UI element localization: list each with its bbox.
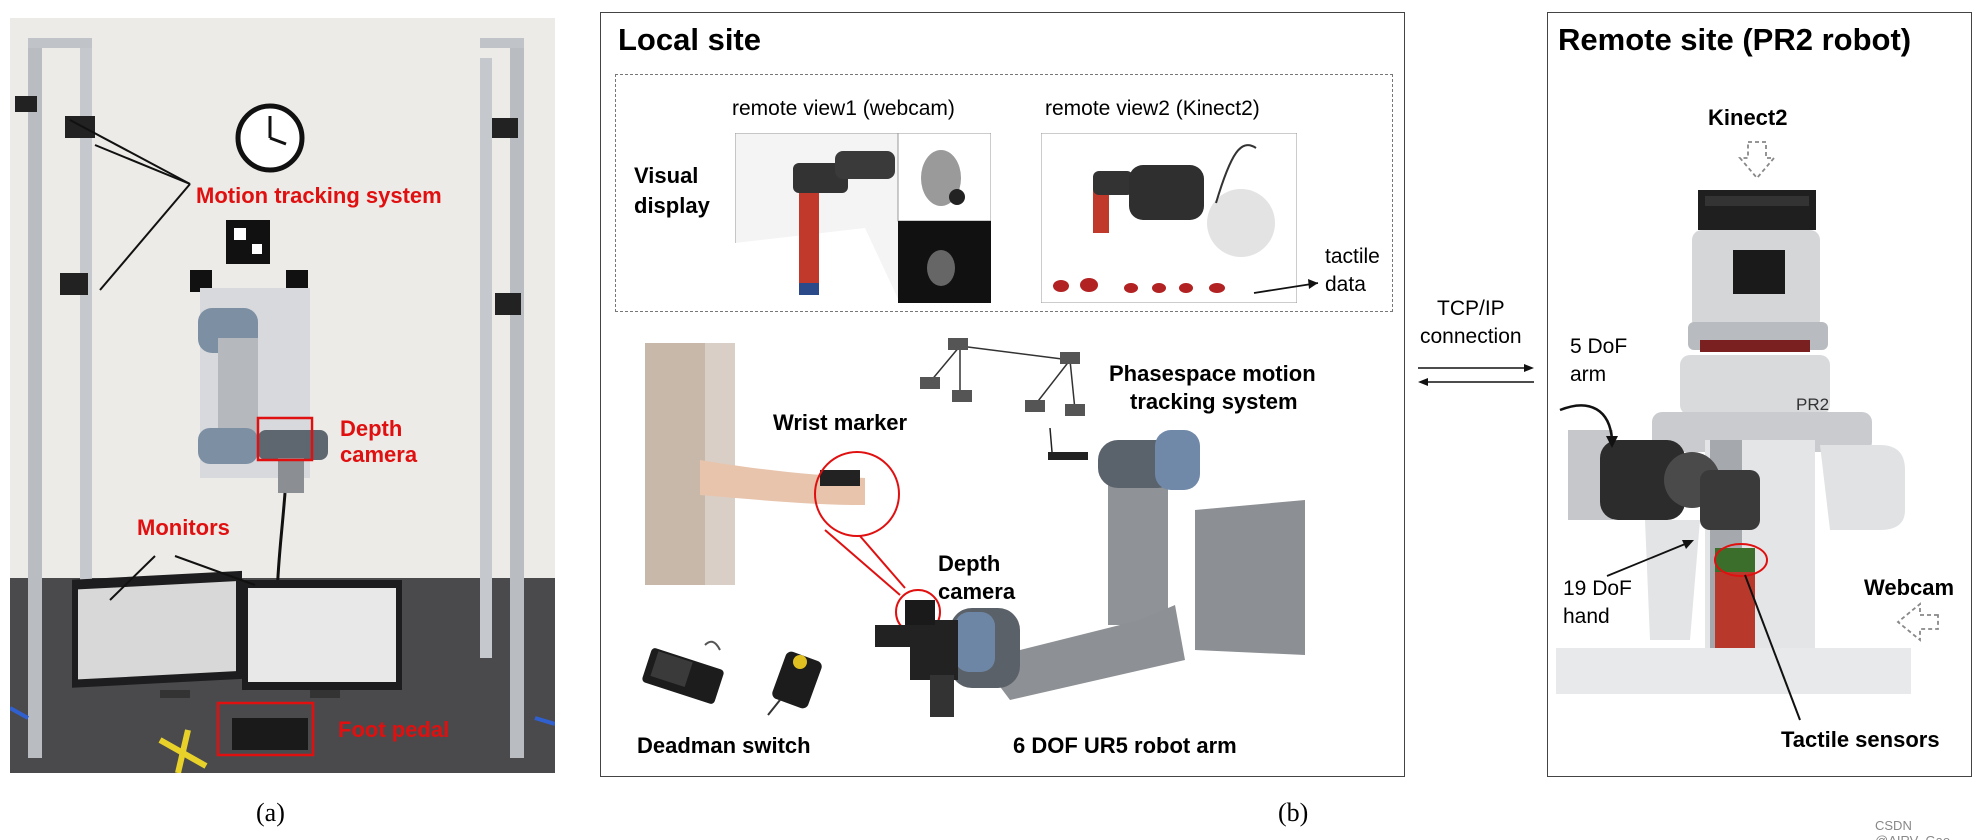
label-remote-view2: remote view2 (Kinect2) [1045,97,1260,120]
remote-view2-image [1041,133,1297,303]
label-tcp-ip-line1: TCP/IP [1437,297,1505,320]
label-phasespace-line1: Phasespace motion [1109,361,1316,386]
label-tactile-sensors: Tactile sensors [1781,727,1940,752]
label-depth-camera-a-line2: camera [340,442,418,467]
label-kinect2: Kinect2 [1708,105,1788,130]
label-monitors: Monitors [137,515,230,540]
label-ur5-arm: 6 DOF UR5 robot arm [1013,733,1237,758]
local-site-title: Local site [618,22,761,57]
label-webcam: Webcam [1864,575,1955,600]
label-arm-dof-line1: 5 DoF [1570,335,1628,358]
pr2-body-text: PR2 [1796,395,1830,414]
label-visual-display-line2: display [634,193,710,218]
label-depth-camera-b-line2: camera [938,579,1016,604]
remote-view1-image [735,133,991,303]
label-remote-view1: remote view1 (webcam) [732,97,955,120]
remote-site-title: Remote site (PR2 robot) [1558,22,1912,57]
visual-display-box [615,74,1393,312]
label-visual-display-line1: Visual [634,163,699,188]
label-wrist-marker: Wrist marker [773,410,908,435]
label-hand-dof-line2: hand [1563,605,1610,628]
panel-a-illustration [10,18,555,773]
caption-a: (a) [256,798,285,827]
label-arm-dof-line2: arm [1570,363,1607,386]
label-motion-tracking-system: Motion tracking system [196,183,442,208]
label-tactile-data-line1: tactile [1325,245,1380,268]
label-foot-pedal: Foot pedal [338,717,450,742]
label-tcp-ip-line2: connection [1420,325,1522,348]
label-tactile-data-line2: data [1325,273,1366,296]
label-deadman-switch: Deadman switch [637,733,811,758]
label-phasespace-line2: tracking system [1130,389,1298,414]
panel-a-photo [10,18,555,773]
label-hand-dof-line1: 19 DoF [1563,577,1632,600]
label-depth-camera-b-line1: Depth [938,551,1001,576]
watermark: CSDN @AIRV_Gao [1875,818,1950,840]
label-depth-camera-a-line1: Depth [340,416,403,441]
caption-b: (b) [1278,798,1309,827]
